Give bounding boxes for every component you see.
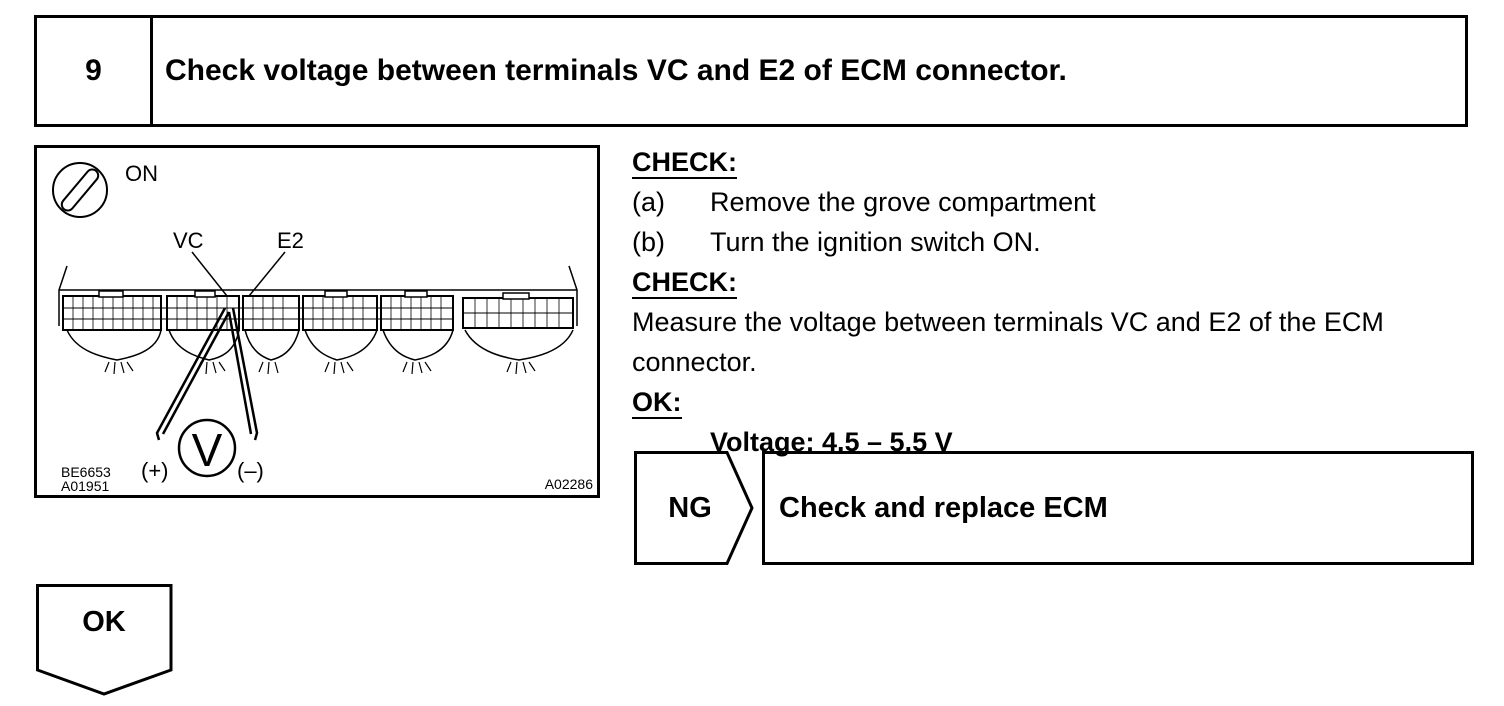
ok-label: OK xyxy=(82,606,126,638)
procedure-step: (a) Remove the grove compartment xyxy=(632,182,1482,222)
check-heading: CHECK: xyxy=(632,147,737,179)
step-label: (a) xyxy=(632,187,665,217)
voltmeter-icon: V xyxy=(177,418,237,478)
voltmeter-symbol: V xyxy=(192,424,223,476)
ecm-connector-icon: ON VC E2 xyxy=(52,161,593,494)
figure-code-1: BE6653 xyxy=(61,464,111,480)
ng-action: Check and replace ECM xyxy=(762,451,1474,565)
step-header: 9 Check voltage between terminals VC and… xyxy=(34,15,1468,127)
ok-result: OK xyxy=(36,584,174,696)
step-number: 9 xyxy=(37,18,153,124)
terminal-vc-label: VC xyxy=(173,228,204,253)
ng-result: NG Check and replace ECM xyxy=(634,451,1474,565)
step-title: Check voltage between terminals VC and E… xyxy=(165,54,1067,87)
plus-probe-label: (+) xyxy=(141,458,169,483)
step-label: (b) xyxy=(632,227,665,257)
minus-probe-label: (–) xyxy=(237,458,264,483)
step-text: Turn the ignition switch ON. xyxy=(710,227,1041,257)
ignition-key-icon xyxy=(52,162,108,218)
terminal-e2-label: E2 xyxy=(277,228,304,253)
switch-label: ON xyxy=(125,161,158,186)
ok-heading: OK: xyxy=(632,387,682,419)
figure-code-3: A02286 xyxy=(545,476,593,492)
procedure-text: CHECK: (a) Remove the grove compartment … xyxy=(632,142,1482,462)
ok-arrow-icon xyxy=(36,584,173,696)
figure-code-2: A01951 xyxy=(61,478,109,494)
procedure-step: (b) Turn the ignition switch ON. xyxy=(632,222,1482,262)
ecm-connector-figure: ON VC E2 xyxy=(34,145,600,498)
check-heading: CHECK: xyxy=(632,267,737,299)
measure-text: Measure the voltage between terminals VC… xyxy=(632,307,1384,377)
ng-label: NG xyxy=(668,491,712,524)
step-text: Remove the grove compartment xyxy=(710,187,1096,217)
ng-arrow-icon xyxy=(634,451,754,565)
